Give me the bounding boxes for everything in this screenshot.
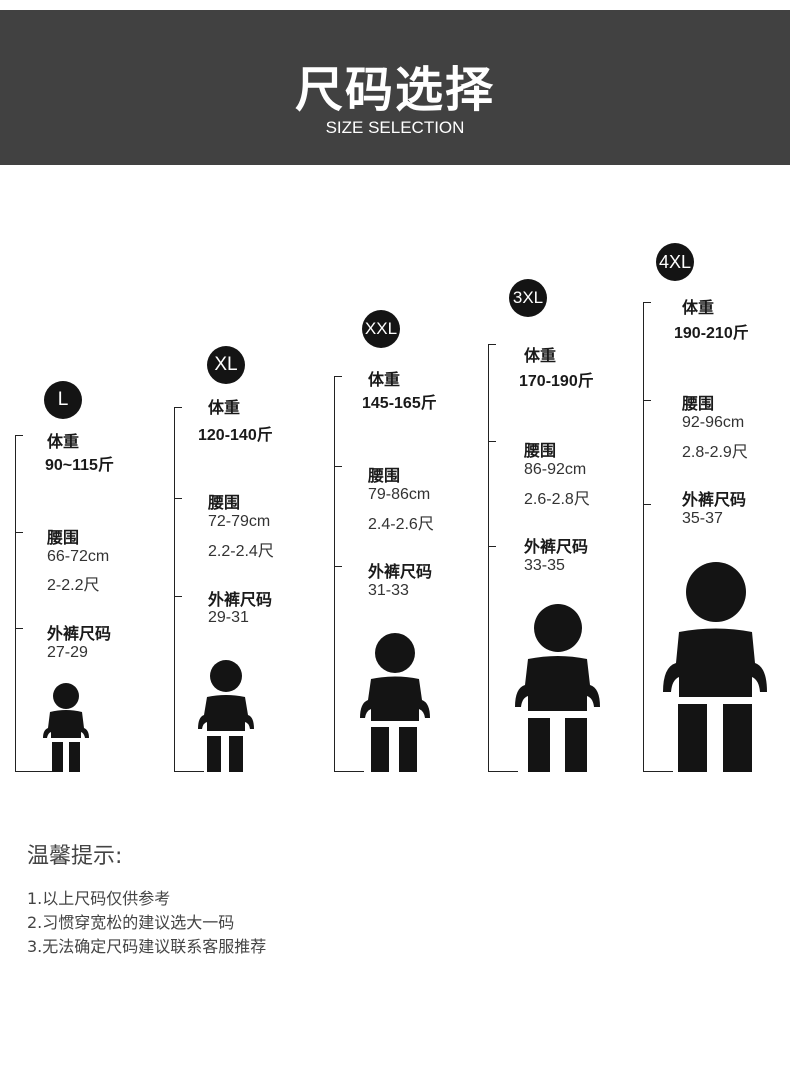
- scale-tick: [488, 441, 496, 442]
- scale-tick: [643, 504, 651, 505]
- weight-value: 90~115斤: [45, 457, 114, 474]
- person-silhouette-icon: [663, 562, 767, 772]
- scale-tick: [334, 376, 342, 377]
- waist-chi-value: 2.2-2.4尺: [208, 543, 274, 560]
- person-silhouette-icon: [515, 604, 600, 772]
- scale-tick: [334, 566, 342, 567]
- pants-size-label: 外裤尺码: [682, 490, 747, 509]
- scale-tick: [15, 435, 23, 436]
- scale-base: [15, 771, 53, 772]
- weight-value: 190-210斤: [674, 325, 749, 342]
- tips-title: 温馨提示:: [27, 844, 123, 869]
- size-scale-line: [334, 376, 335, 772]
- size-badge: L: [44, 381, 82, 419]
- weight-label: 体重: [524, 346, 557, 365]
- person-silhouette-icon: [43, 683, 89, 772]
- waist-chi-value: 2.6-2.8尺: [524, 491, 590, 508]
- weight-label: 体重: [47, 432, 80, 451]
- tip-item: 3.无法确定尺码建议联系客服推荐: [27, 937, 267, 956]
- pants-size-value: 31-33: [368, 582, 409, 599]
- weight-label: 体重: [208, 398, 241, 417]
- page-title: 尺码选择: [294, 62, 495, 118]
- weight-label: 体重: [368, 370, 401, 389]
- scale-tick: [488, 344, 496, 345]
- waist-cm-value: 86-92cm: [524, 461, 587, 478]
- scale-tick: [174, 498, 182, 499]
- waist-label: 腰围: [208, 493, 241, 512]
- size-badge: 4XL: [656, 243, 694, 281]
- scale-base: [334, 771, 364, 772]
- scale-tick: [643, 302, 651, 303]
- waist-chi-value: 2-2.2尺: [47, 577, 100, 594]
- person-silhouette-icon: [198, 660, 254, 772]
- tip-item: 1.以上尺码仅供参考: [27, 889, 171, 908]
- waist-label: 腰围: [368, 466, 401, 485]
- waist-label: 腰围: [682, 394, 715, 413]
- waist-cm-value: 92-96cm: [682, 414, 745, 431]
- pants-size-label: 外裤尺码: [47, 624, 112, 643]
- scale-tick: [174, 596, 182, 597]
- waist-label: 腰围: [524, 441, 557, 460]
- waist-chi-value: 2.8-2.9尺: [682, 444, 748, 461]
- size-badge: XXL: [362, 310, 400, 348]
- page-subtitle: SIZE SELECTION: [325, 118, 465, 137]
- waist-cm-value: 79-86cm: [368, 486, 431, 503]
- scale-tick: [488, 546, 496, 547]
- weight-value: 120-140斤: [198, 427, 273, 444]
- scale-tick: [15, 628, 23, 629]
- scale-tick: [643, 400, 651, 401]
- weight-value: 145-165斤: [362, 395, 437, 412]
- size-scale-line: [643, 302, 644, 772]
- pants-size-label: 外裤尺码: [368, 562, 433, 581]
- size-scale-line: [15, 435, 16, 772]
- weight-label: 体重: [682, 298, 715, 317]
- waist-label: 腰围: [47, 528, 80, 547]
- pants-size-label: 外裤尺码: [524, 537, 589, 556]
- pants-size-label: 外裤尺码: [208, 590, 273, 609]
- scale-tick: [174, 407, 182, 408]
- tip-item: 2.习惯穿宽松的建议选大一码: [27, 913, 235, 932]
- scale-base: [174, 771, 204, 772]
- scale-tick: [15, 532, 23, 533]
- size-badge: XL: [207, 346, 245, 384]
- weight-value: 170-190斤: [519, 373, 594, 390]
- pants-size-value: 35-37: [682, 510, 723, 527]
- waist-cm-value: 66-72cm: [47, 548, 110, 565]
- waist-chi-value: 2.4-2.6尺: [368, 516, 434, 533]
- person-silhouette-icon: [360, 633, 430, 772]
- waist-cm-value: 72-79cm: [208, 513, 271, 530]
- scale-tick: [334, 466, 342, 467]
- scale-base: [643, 771, 673, 772]
- pants-size-value: 33-35: [524, 557, 565, 574]
- header-banner: 尺码选择 SIZE SELECTION: [0, 10, 790, 165]
- size-scale-line: [488, 344, 489, 772]
- pants-size-value: 29-31: [208, 609, 249, 626]
- scale-base: [488, 771, 518, 772]
- size-badge: 3XL: [509, 279, 547, 317]
- size-scale-line: [174, 407, 175, 772]
- pants-size-value: 27-29: [47, 644, 88, 661]
